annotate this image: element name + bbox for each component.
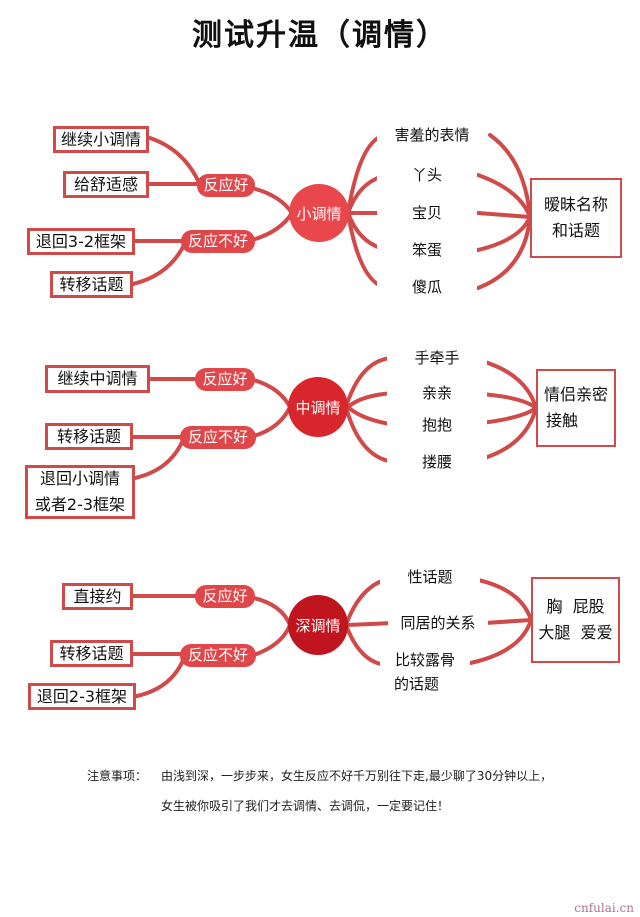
good-response-pill: 反应好	[195, 368, 255, 391]
right-item: 宝贝	[377, 202, 477, 224]
bad-response-pill: 反应不好	[180, 644, 256, 667]
right-item-line: 比较露骨	[394, 651, 455, 669]
page-title: 测试升温（调情）	[192, 18, 448, 53]
summary-line: 大腿 爱爱	[538, 623, 613, 642]
summary-line: 情侣亲密	[543, 385, 608, 404]
right-item: 手牵手	[387, 347, 487, 369]
summary-box: 暧昧名称 和话题	[530, 178, 622, 258]
summary-line: 和话题	[551, 221, 600, 240]
summary-line: 胸 屁股	[546, 597, 605, 616]
right-item: 比较露骨 的话题	[380, 648, 470, 696]
bad-item-box: 退回小调情 或者2-3框架	[25, 465, 135, 519]
bad-item-line: 或者2-3框架	[34, 495, 126, 514]
right-item: 亲亲	[387, 382, 487, 404]
center-node: 小调情	[289, 184, 349, 242]
right-item-line: 的话题	[394, 675, 440, 693]
bad-item-box: 转移话题	[50, 640, 133, 667]
good-response-pill: 反应好	[197, 174, 255, 197]
center-node: 深调情	[288, 595, 348, 655]
good-item-box: 给舒适感	[63, 171, 149, 198]
right-item: 丫头	[377, 164, 477, 186]
good-item-box: 继续小调情	[53, 126, 149, 153]
summary-line: 暧昧名称	[543, 195, 608, 214]
bad-item-box: 转移话题	[50, 271, 133, 298]
bad-item-box: 退回3-2框架	[27, 228, 135, 255]
good-item-box: 继续中调情	[45, 365, 150, 393]
good-item-box: 直接约	[62, 583, 133, 610]
right-item: 抱抱	[387, 414, 487, 436]
summary-box: 胸 屁股 大腿 爱爱	[531, 577, 620, 663]
bad-item-box: 转移话题	[45, 423, 133, 450]
watermark: cnfulai.cn	[574, 901, 634, 915]
right-item: 笨蛋	[377, 239, 477, 261]
center-node: 中调情	[288, 377, 348, 437]
bad-item-box: 退回2-3框架	[28, 683, 136, 710]
right-item: 同居的关系	[388, 612, 488, 634]
notes-line-1: 由浅到深，一步步来，女生反应不好千万别往下走,最少聊了30分钟以上，	[161, 769, 553, 783]
notes-label: 注意事项：	[87, 769, 148, 783]
notes-line-2: 女生被你吸引了我们才去调情、去调侃，一定要记住！	[161, 799, 450, 813]
right-item: 性话题	[380, 566, 480, 588]
bad-response-pill: 反应不好	[181, 230, 255, 253]
right-item: 傻瓜	[377, 276, 477, 298]
right-item: 害羞的表情	[377, 124, 487, 146]
bad-response-pill: 反应不好	[180, 426, 256, 449]
good-response-pill: 反应好	[195, 585, 255, 608]
bad-item-line: 退回小调情	[39, 469, 120, 488]
summary-box: 情侣亲密 接触	[536, 369, 616, 447]
right-item: 搂腰	[387, 451, 487, 473]
summary-line: 接触	[546, 411, 579, 430]
